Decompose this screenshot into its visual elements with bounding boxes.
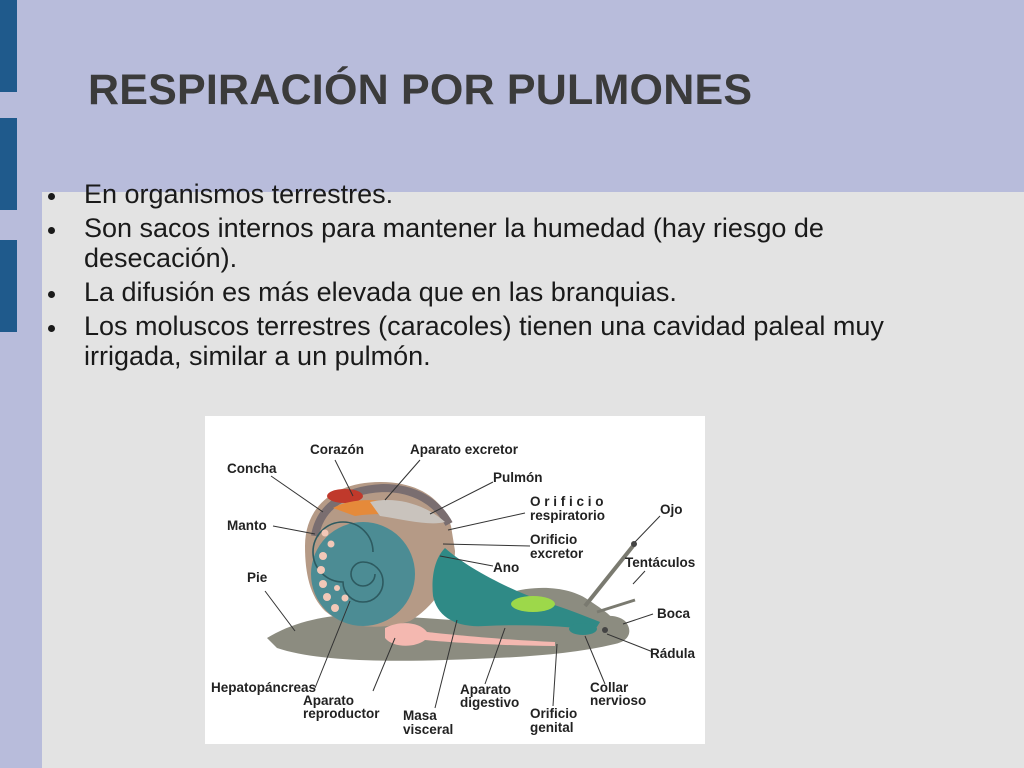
heart xyxy=(327,489,363,503)
bullet-dot-icon xyxy=(48,227,55,234)
label-ojo: Ojo xyxy=(660,502,683,517)
label-corazon: Corazón xyxy=(310,442,364,457)
label-tentaculos: Tentáculos xyxy=(625,555,695,570)
bullet-text: La difusión es más elevada que en las br… xyxy=(84,277,677,307)
digestive-gland xyxy=(511,596,555,612)
label-orificio-genital: Orificio xyxy=(530,706,577,721)
label-orificio-genital-2: genital xyxy=(530,720,574,735)
reproductive-organ xyxy=(385,623,555,646)
digestive-tract xyxy=(432,548,600,630)
lung xyxy=(370,500,445,524)
label-ano: Ano xyxy=(493,560,519,575)
bullet-list: En organismos terrestres. Son sacos inte… xyxy=(48,179,888,375)
spiral-line xyxy=(312,521,384,603)
label-radula: Rádula xyxy=(650,646,696,661)
bullet-dot-icon xyxy=(48,193,55,200)
label-aparato-reproductor: Aparato xyxy=(303,693,354,708)
snail-anatomy-figure: Corazón Aparato excretor Concha Pulmón O… xyxy=(205,416,705,744)
slide-title: RESPIRACIÓN POR PULMONES xyxy=(88,66,753,114)
label-collar-nervioso-2: nervioso xyxy=(590,693,646,708)
label-collar-nervioso: Collar xyxy=(590,680,629,695)
snail-diagram: Corazón Aparato excretor Concha Pulmón O… xyxy=(211,442,696,737)
hepatopancreas-dots xyxy=(317,529,349,612)
label-pulmon: Pulmón xyxy=(493,470,543,485)
bullet-item: La difusión es más elevada que en las br… xyxy=(48,277,888,307)
label-hepatopancreas: Hepatopáncreas xyxy=(211,680,316,695)
bullet-item: En organismos terrestres. xyxy=(48,179,888,209)
bullet-text: En organismos terrestres. xyxy=(84,179,394,209)
collar-nervioso xyxy=(569,623,597,635)
left-band xyxy=(0,0,42,768)
label-concha: Concha xyxy=(227,461,277,476)
accent-bar-2 xyxy=(0,118,17,210)
accent-bar-1 xyxy=(0,0,17,92)
label-orificio-excretor: Orificio xyxy=(530,532,577,547)
mantle xyxy=(311,483,453,537)
radula xyxy=(602,627,608,633)
lower-tentacle xyxy=(596,598,636,614)
bullet-text: Los moluscos terrestres (caracoles) tien… xyxy=(84,311,884,371)
label-aparato-digestivo: Aparato xyxy=(460,682,511,697)
label-aparato-reproductor-2: reproductor xyxy=(303,706,380,721)
bullet-item: Los moluscos terrestres (caracoles) tien… xyxy=(48,311,888,371)
label-masa-visceral-2: visceral xyxy=(403,722,453,737)
label-aparato-excretor: Aparato excretor xyxy=(410,442,519,457)
label-orificio-respiratorio-2: respiratorio xyxy=(530,508,605,523)
accent-bar-3 xyxy=(0,240,17,332)
eye-tentacle xyxy=(583,544,635,608)
bullet-item: Son sacos internos para mantener la hume… xyxy=(48,213,888,273)
bullet-dot-icon xyxy=(48,325,55,332)
visceral-spiral xyxy=(311,522,415,626)
header-band xyxy=(0,0,1024,192)
bullet-text: Son sacos internos para mantener la hume… xyxy=(84,213,824,273)
label-masa-visceral: Masa xyxy=(403,708,437,723)
label-orificio-excretor-2: excretor xyxy=(530,546,584,561)
label-pie: Pie xyxy=(247,570,268,585)
leader-lines xyxy=(264,459,661,709)
label-aparato-digestivo-2: digestivo xyxy=(460,695,519,710)
eye-icon xyxy=(631,541,637,547)
bullet-dot-icon xyxy=(48,291,55,298)
label-orificio-respiratorio: O r i f i c i o xyxy=(530,494,604,509)
label-boca: Boca xyxy=(657,606,691,621)
label-manto: Manto xyxy=(227,518,267,533)
